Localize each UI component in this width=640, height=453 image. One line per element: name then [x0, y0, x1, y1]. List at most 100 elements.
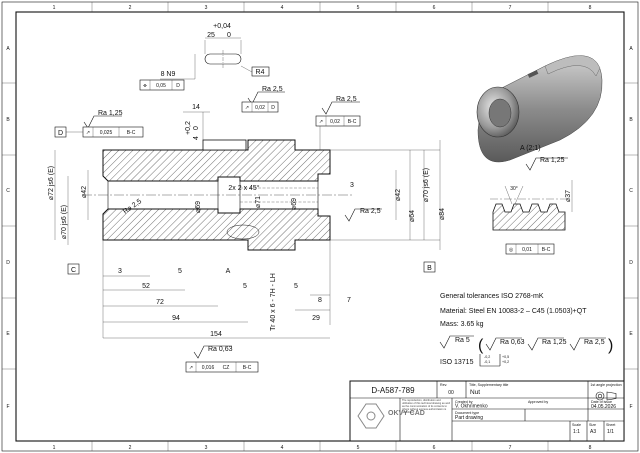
right-dimensions: ⌀42 ⌀70 js6 (E) ⌀64 ⌀84 3 Ra 2,5 B — [330, 140, 446, 273]
dim-l52: 52 — [142, 283, 150, 290]
svg-text:↗: ↗ — [319, 119, 323, 125]
section-lower-wall — [102, 208, 331, 251]
dim-3-right: 3 — [350, 182, 354, 189]
title-label: Title, Supplementary title — [469, 383, 508, 387]
cyl-mod: CZ — [223, 365, 230, 371]
dim-dia64: ⌀64 — [409, 210, 416, 222]
note-ra-general: Ra 5 — [455, 337, 470, 344]
doctype-label: Document type — [455, 411, 479, 415]
top-annotations: Ra 2,5 ↗ 0,02 D Ra 2,5 ↗ 0,02 B-C Ra 1,2… — [54, 86, 361, 150]
dim-l5b: 5 — [243, 283, 247, 290]
depth-tol-lower: 0 — [193, 126, 200, 130]
svg-text:↗: ↗ — [189, 365, 193, 371]
runout3-datum: B-C — [127, 130, 136, 136]
cyl-datum: B-C — [243, 365, 252, 371]
date-label: Date of issue — [591, 400, 612, 404]
ra-right: Ra 2,5 — [360, 208, 381, 215]
ra-top-3: Ra 1,25 — [98, 110, 123, 117]
left-dimensions: ⌀72 js6 (E) ⌀42 ⌀70 js6 (E) ⌀69 ⌀71 ⌀69 … — [48, 150, 298, 275]
dim-l7: 7 — [347, 297, 351, 304]
thread-callout: Tr 40 x 6 - 7H - LH — [270, 273, 277, 331]
grid-row-f: F — [6, 404, 9, 410]
keyway-tol-lower: 0 — [227, 32, 231, 39]
grid-row-a: A — [6, 46, 10, 52]
cyl-val: 0,016 — [202, 365, 215, 371]
grid-labels: 1 2 3 4 5 6 7 8 1 2 3 4 5 6 7 8 A B C D … — [6, 5, 633, 451]
grid-row-e-r: E — [629, 331, 633, 337]
depth-value: 4 — [193, 136, 200, 140]
rev-value: 00 — [448, 390, 454, 396]
runout2-datum: B-C — [348, 119, 357, 125]
svg-text:↗: ↗ — [245, 105, 249, 111]
edge-val-1: -0,2 — [484, 355, 490, 359]
note-iso: ISO 13715 — [440, 359, 474, 366]
logo-icon — [357, 403, 385, 429]
symmetry-tol: 0,05 — [156, 83, 166, 89]
grid-row-d-r: D — [629, 260, 633, 266]
detail-frame-val: 0,01 — [522, 247, 532, 253]
keyway-length: 25 — [207, 32, 215, 39]
approved-label: Approved by — [528, 400, 548, 404]
grid-col-3: 3 — [205, 5, 208, 11]
grid-col-7: 7 — [509, 5, 512, 11]
grid-row-a-r: A — [629, 46, 633, 52]
detail-angle: 30° — [510, 186, 518, 192]
grid-col-2: 2 — [129, 5, 132, 11]
runout1-val: 0,02 — [255, 105, 265, 111]
edge-val-2: -0,1 — [484, 360, 490, 364]
section-view — [82, 139, 352, 251]
dim-l94: 94 — [172, 315, 180, 322]
size-value: A3 — [590, 429, 596, 435]
drawing-number: D-A587-789 — [371, 386, 415, 395]
runout2-val: 0,02 — [330, 119, 340, 125]
title-value: Nut — [470, 389, 480, 396]
grid-row-d: D — [6, 260, 10, 266]
grid-col-4: 4 — [281, 5, 284, 11]
datum-b-label: B — [427, 265, 432, 272]
dim-l72: 72 — [156, 299, 164, 306]
svg-text:◎: ◎ — [509, 247, 514, 253]
grid-col-6b: 6 — [433, 445, 436, 451]
rev-label: Rev. — [440, 383, 447, 387]
datum-d-label: D — [58, 130, 63, 137]
dim-dia70a: ⌀70 js6 (E) — [61, 205, 68, 239]
sheet-value: 1/1 — [607, 429, 614, 435]
grid-col-1: 1 — [53, 5, 56, 11]
grid-col-5: 5 — [357, 5, 360, 11]
projection-symbol-icon — [595, 391, 617, 401]
grid-col-1b: 1 — [53, 445, 56, 451]
keyway-tol-upper: +0,04 — [213, 23, 231, 30]
detail-a: A (2:1) Ra 1,25 30° ⌀37 ◎ 0,01 B-C — [490, 145, 573, 255]
chamfer-note: 2x 2 x 45° — [228, 184, 259, 192]
nut-3d-render — [476, 55, 603, 163]
grid-col-6: 6 — [433, 5, 436, 11]
grid-row-b: B — [6, 117, 10, 123]
grid-col-2b: 2 — [129, 445, 132, 451]
grid-col-5b: 5 — [357, 445, 360, 451]
dim-l5a: 5 — [178, 268, 182, 275]
grid-col-8b: 8 — [589, 445, 592, 451]
note-ra-1: Ra 0,63 — [500, 339, 525, 346]
grid-col-4b: 4 — [281, 445, 284, 451]
sheet-label: Sheet — [606, 423, 615, 427]
symmetry-icon: ⌯ — [143, 83, 147, 89]
runout3-val: 0,025 — [100, 130, 113, 136]
scale-value: 1:1 — [573, 429, 580, 435]
key-depth: 14 — [192, 104, 200, 111]
size-label: Size — [589, 423, 596, 427]
projection-label: 1st angle projection — [590, 383, 621, 387]
detail-dia: ⌀37 — [565, 190, 572, 202]
note-general-tol: General tolerances ISO 2768-mK — [440, 293, 544, 300]
dim-l5c: 5 — [294, 283, 298, 290]
title-block: D-A587-789 Rev. 00 Title, Supplementary … — [349, 380, 625, 442]
created-value: V. Okhrimenko — [455, 404, 488, 410]
note-ra-3: Ra 2,5 — [584, 339, 605, 346]
dim-dia72: ⌀72 js6 (E) — [48, 166, 55, 200]
note-mass: Mass: 3.65 kg — [440, 321, 484, 328]
section-upper-wall — [102, 139, 331, 182]
date-value: 04.05.2026 — [591, 404, 616, 410]
section-a-marker: A — [226, 268, 231, 275]
doctype-value: Part drawing — [455, 415, 483, 421]
